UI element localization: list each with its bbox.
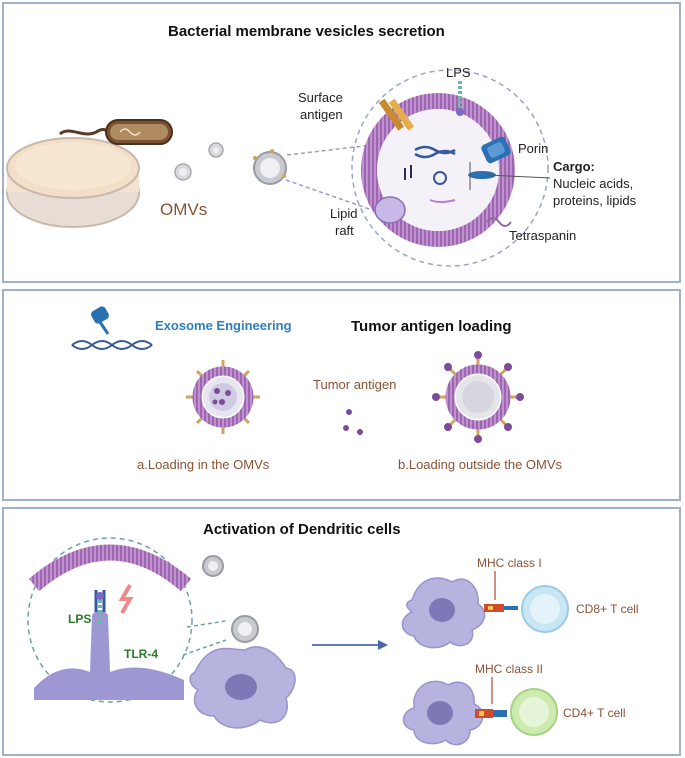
membrane-receptor-zoom [28, 544, 192, 700]
porin-label: Porin [518, 141, 549, 156]
mhc2-label: MHC class II [475, 662, 544, 676]
omv-icon-small [202, 555, 259, 643]
omvs-label: OMVs [160, 200, 208, 219]
dendritic-cell-icon [189, 646, 296, 729]
arrow-icon [312, 640, 388, 650]
dendritic-cell-mhc2-icon [402, 680, 507, 746]
dendritic-cell-mhc1-icon [401, 577, 518, 649]
cd8-t-cell-icon [521, 585, 569, 633]
cd4-label: CD4+ T cell [563, 706, 626, 720]
mhc1-label: MHC class I [477, 556, 542, 570]
surface-antigen-icon [378, 98, 415, 131]
exosome-engineering-label: Exosome Engineering [155, 318, 292, 333]
omv-membrane [361, 93, 515, 247]
lps-label: LPS [446, 65, 471, 80]
loading-out-label: b.Loading outside the OMVs [398, 457, 563, 472]
panel3-title: Activation of Dendritic cells [203, 521, 401, 538]
omv-loaded-outside-icon [432, 351, 524, 443]
cargo-icon [404, 145, 551, 203]
panel-antigen-loading [2, 289, 681, 501]
porin-icon [481, 136, 511, 164]
lps-label-dc: LPS [68, 612, 92, 626]
panel2-title: Tumor antigen loading [351, 318, 512, 335]
zoom-circle [351, 69, 549, 267]
cd8-label: CD8+ T cell [576, 602, 639, 616]
panel1-title: Bacterial membrane vesicles secretion [168, 23, 445, 40]
cargo-line-2: proteins, lipids [553, 193, 637, 208]
bacterium-icon [58, 119, 173, 145]
tetraspanin-label: Tetraspanin [509, 228, 577, 243]
tlr4-label: TLR-4 [124, 647, 158, 661]
loading-in-label: a.Loading in the OMVs [137, 457, 270, 472]
cd4-t-cell-icon [510, 688, 558, 736]
cargo-title: Cargo: [553, 159, 595, 174]
dna-pen-icon [71, 306, 153, 350]
small-omv-icon [174, 142, 224, 181]
surface-antigen-label-1: Surface [298, 90, 343, 105]
lipid-raft-label-1: Lipid [330, 206, 358, 221]
tumor-antigen-label: Tumor antigen [313, 377, 397, 392]
petri-dish-icon [6, 137, 140, 228]
lipid-raft-label-2: raft [335, 223, 354, 238]
lipid-raft-icon [374, 196, 406, 224]
surface-antigen-label-2: antigen [300, 107, 343, 122]
omv-loaded-inside-icon [186, 360, 260, 434]
tumor-antigen-dots [343, 409, 363, 435]
tetraspanin-icon [486, 217, 512, 227]
zoom-circle-dc [27, 537, 193, 703]
omv-icon [253, 149, 287, 185]
cargo-line-1: Nucleic acids, [553, 176, 634, 191]
lps-icon [456, 81, 464, 116]
